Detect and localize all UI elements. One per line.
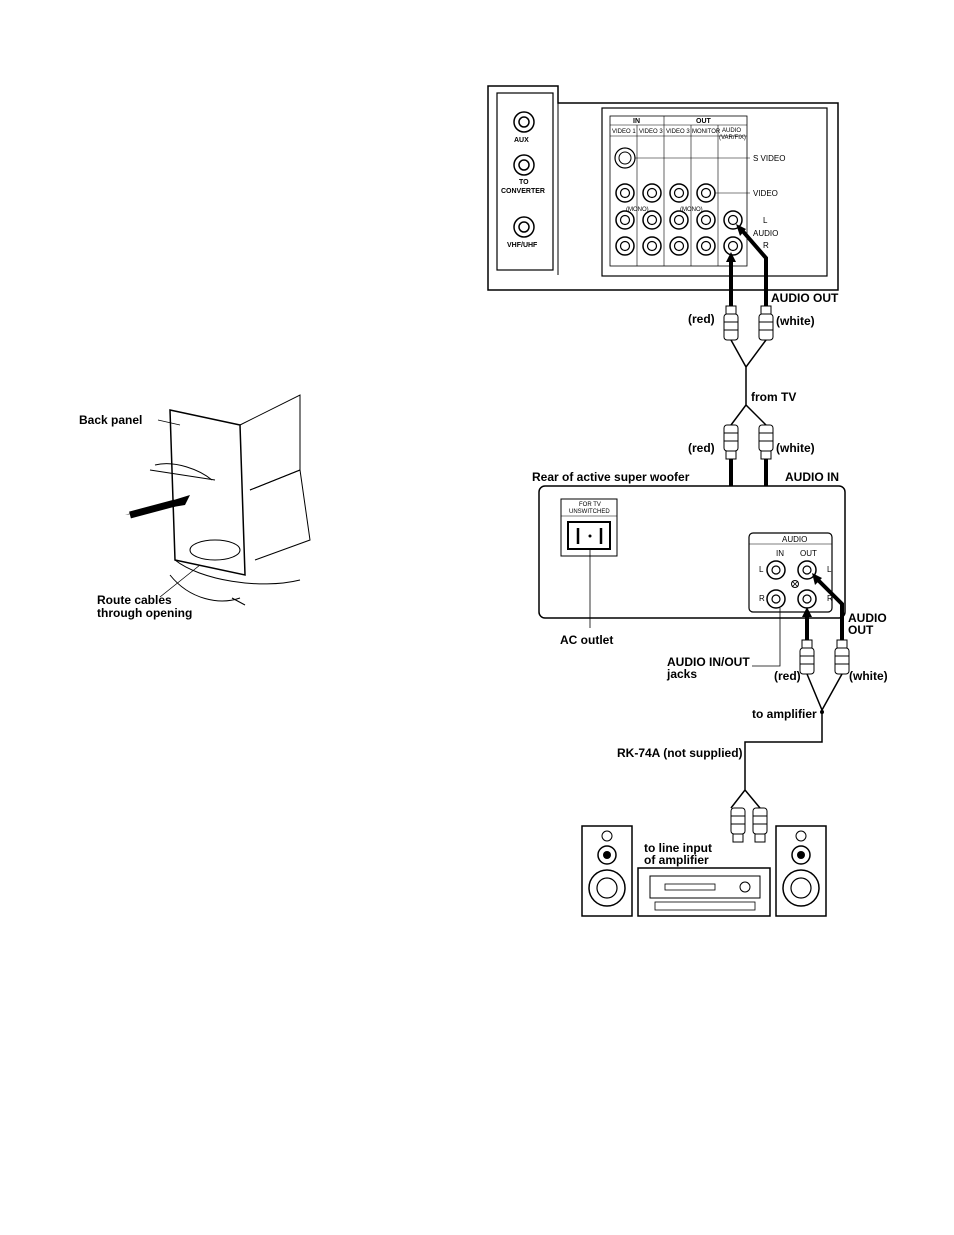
video-label: VIDEO — [753, 189, 778, 198]
r-label: R — [763, 241, 769, 250]
white-label-1: (white) — [776, 314, 815, 328]
to-line-input-label-2: of amplifier — [644, 853, 709, 867]
ac-outlet-label: AC outlet — [560, 633, 613, 647]
rca-plug-bottom-left — [730, 807, 746, 843]
to-amplifier-label: to amplifier — [752, 707, 817, 721]
in-header: IN — [633, 118, 640, 125]
amplifier — [637, 867, 771, 917]
woofer-audio-out-label: AUDIO — [848, 611, 887, 625]
woofer-rear-title: Rear of active super woofer — [532, 470, 690, 484]
unswitched-label: UNSWITCHED — [569, 509, 610, 515]
s-video-label: S VIDEO — [753, 154, 785, 163]
to-line-input-label: to line input — [644, 841, 712, 855]
vhf-uhf-jack — [513, 216, 535, 238]
audio-header: AUDIO — [722, 128, 741, 134]
audio-in-out-label-2: jacks — [666, 667, 697, 681]
monitor-header: MONITOR — [692, 129, 721, 135]
rk74a-label: RK-74A (not supplied) — [617, 746, 743, 760]
from-tv-label: from TV — [751, 390, 796, 404]
woofer-in-label: IN — [776, 549, 784, 558]
var-fix-header: (VAR/FIX) — [719, 135, 746, 141]
red-label-3: (red) — [774, 669, 801, 683]
video3a-header: VIDEO 3 — [639, 129, 663, 135]
video3b-header: VIDEO 3 — [666, 129, 690, 135]
rca-plug-red-lower — [799, 639, 815, 675]
red-label-2: (red) — [688, 441, 715, 455]
red-label-1: (red) — [688, 312, 715, 326]
woofer-l-label-1: L — [759, 565, 764, 574]
woofer-audio-out-label-2: OUT — [848, 623, 874, 637]
audio-side-label: AUDIO — [753, 229, 778, 238]
mono-label-1: (MONO) — [626, 207, 649, 213]
aux-label: AUX — [514, 137, 529, 144]
tv-audio-l-jacks — [615, 210, 743, 230]
ac-outlet — [560, 498, 618, 628]
back-panel-label: Back panel — [79, 413, 142, 427]
out-header: OUT — [696, 118, 712, 125]
white-label-2: (white) — [776, 441, 815, 455]
rca-plug-white-mid — [758, 424, 774, 460]
rca-plug-red-mid — [723, 424, 739, 460]
back-panel-illustration — [125, 394, 311, 606]
for-tv-label: FOR TV — [579, 502, 601, 508]
rca-plug-white-lower — [834, 639, 850, 675]
left-speaker — [581, 825, 633, 917]
rca-plug-red-top — [723, 305, 739, 341]
woofer-out-label: OUT — [800, 549, 817, 558]
audio-in-out-label: AUDIO IN/OUT — [667, 655, 750, 669]
cable-junction — [820, 710, 824, 714]
tv-video-jacks — [615, 183, 750, 203]
vhf-uhf-label: VHF/UHF — [507, 242, 538, 249]
converter-label: CONVERTER — [501, 188, 545, 195]
to-converter-jack — [513, 154, 535, 176]
to-label: TO — [519, 179, 529, 186]
rca-plug-white-top — [758, 305, 774, 341]
rca-plug-bottom-right — [752, 807, 768, 843]
route-cables-label-2: through opening — [97, 606, 192, 620]
white-label-3: (white) — [849, 669, 888, 683]
woofer-l-label-2: L — [827, 565, 832, 574]
right-speaker — [775, 825, 827, 917]
audio-in-label: AUDIO IN — [785, 470, 839, 484]
route-cables-label: Route cables — [97, 593, 172, 607]
tv-audio-r-jacks — [615, 236, 743, 256]
aux-jack — [513, 111, 535, 133]
woofer-audio-jacks — [766, 560, 817, 609]
tv-audio-out-cables — [726, 224, 768, 310]
video1-header: VIDEO 1 — [612, 129, 636, 135]
audio-out-top-label: AUDIO OUT — [771, 291, 839, 305]
mono-label-2: (MONO) — [680, 207, 703, 213]
woofer-r-label-1: R — [759, 594, 765, 603]
woofer-r-label-2: R — [827, 594, 833, 603]
s-video-jack — [614, 147, 750, 169]
l-label: L — [763, 216, 768, 225]
woofer-output-cables — [802, 573, 844, 640]
rk74a-cable — [730, 673, 843, 809]
y-cable-from-tv — [730, 339, 767, 426]
woofer-audio-box-label: AUDIO — [782, 535, 807, 544]
audio-in-out-leader — [752, 608, 781, 667]
